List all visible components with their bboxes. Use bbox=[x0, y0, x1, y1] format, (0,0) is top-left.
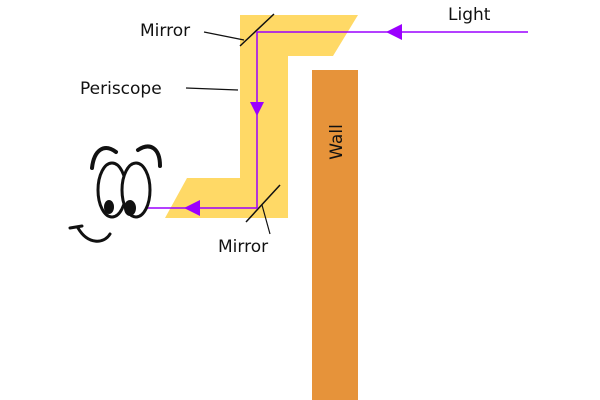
mirror-bottom bbox=[245, 184, 281, 223]
ray-arrow-down-icon bbox=[250, 102, 264, 116]
mirror-top-label: Mirror bbox=[140, 21, 190, 41]
ray-arrow-left-icon bbox=[184, 200, 200, 216]
light-label: Light bbox=[448, 5, 491, 25]
wall-label: Wall bbox=[327, 124, 347, 160]
mirror-bottom-leader bbox=[261, 204, 271, 235]
cartoon-eyes-icon bbox=[68, 144, 162, 243]
mirror-top bbox=[239, 13, 275, 47]
mirror-bottom-label: Mirror bbox=[218, 237, 268, 257]
light-arrow-icon bbox=[386, 24, 402, 40]
periscope-body bbox=[165, 15, 358, 218]
periscope-leader bbox=[185, 87, 239, 91]
periscope-label: Periscope bbox=[80, 79, 162, 99]
mirror-top-leader bbox=[203, 31, 245, 41]
wall bbox=[312, 70, 358, 400]
